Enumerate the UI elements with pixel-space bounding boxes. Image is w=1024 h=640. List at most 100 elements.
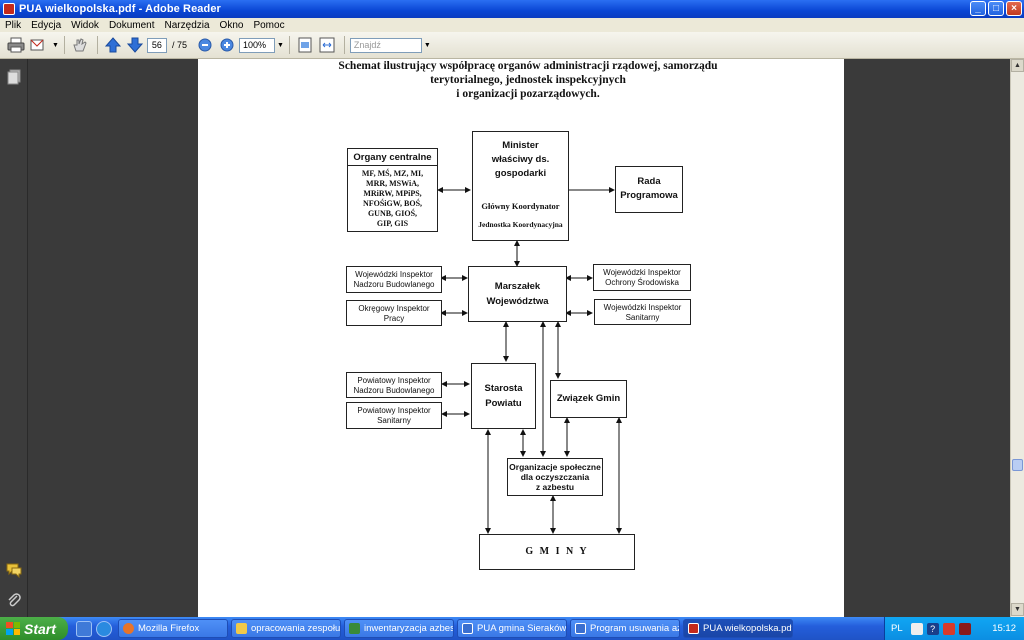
menubar: Plik Edycja Widok Dokument Narzędzia Okn… bbox=[0, 18, 1024, 32]
marszalek-line: Marszałek bbox=[494, 281, 541, 292]
toolbar-separator bbox=[288, 36, 290, 54]
chevron-down-icon[interactable]: ▼ bbox=[52, 41, 59, 49]
organizacje-line: dla oczyszczania bbox=[520, 472, 590, 482]
fit-page-icon[interactable] bbox=[295, 36, 315, 54]
page-number-input[interactable]: 56 bbox=[146, 37, 167, 53]
previous-page-icon[interactable] bbox=[103, 36, 123, 54]
adobe-reader-icon bbox=[3, 3, 15, 15]
menu-plik[interactable]: Plik bbox=[5, 19, 22, 31]
task-label: opracowania zespołu bbox=[251, 623, 341, 634]
organy-line: GUNB, GIOŚ, bbox=[367, 209, 418, 218]
scroll-down-icon[interactable]: ▼ bbox=[1011, 603, 1024, 616]
keyboard-icon[interactable] bbox=[910, 622, 923, 635]
menu-widok[interactable]: Widok bbox=[71, 19, 99, 31]
wis-line: Wojewódzki Inspektor bbox=[603, 303, 682, 312]
pages-icon[interactable] bbox=[6, 69, 22, 85]
window-title: PUA wielkopolska.pdf - Adobe Reader bbox=[19, 3, 221, 15]
maximize-button[interactable]: □ bbox=[988, 1, 1004, 16]
task-label: inwentaryzacja azbes... bbox=[364, 623, 454, 634]
attachments-icon[interactable] bbox=[6, 592, 22, 608]
zwiazek-label: Związek Gmin bbox=[556, 393, 621, 404]
piinb-line: Powiatowy Inspektor bbox=[357, 376, 431, 385]
starosta-line: Starosta bbox=[484, 383, 523, 394]
wiinb-box: Wojewódzki Inspektor Nadzoru Budowlanego bbox=[346, 266, 442, 293]
spreadsheet-icon bbox=[349, 623, 360, 634]
document-icon bbox=[462, 623, 473, 634]
document-view[interactable]: Schemat ilustrujący współpracę organów a… bbox=[28, 59, 1010, 617]
title-line: i organizacji pozarządowych. bbox=[456, 88, 600, 100]
next-page-icon[interactable] bbox=[125, 36, 145, 54]
scroll-thumb[interactable] bbox=[1012, 459, 1023, 471]
internet-explorer-icon[interactable] bbox=[96, 620, 112, 637]
taskbar: Start Mozilla Firefox opracowania zespoł… bbox=[0, 617, 1024, 640]
toolbar-separator bbox=[63, 36, 65, 54]
toolbar: ▼ 56 / 75 100% ▼ Znajdź ▼ bbox=[0, 32, 1024, 59]
zwiazek-gmin-box: Związek Gmin bbox=[550, 380, 627, 418]
document-title: Schemat ilustrujący współpracę organów a… bbox=[258, 59, 798, 101]
security-icon[interactable] bbox=[942, 622, 955, 635]
coordination-unit-label: Jednostka Koordynacyjna bbox=[478, 220, 563, 229]
pis-line: Sanitarny bbox=[377, 416, 411, 425]
organizacje-line: Organizacje społeczne bbox=[509, 462, 601, 472]
close-button[interactable]: × bbox=[1006, 1, 1022, 16]
find-input[interactable]: Znajdź bbox=[349, 37, 422, 53]
zoom-out-icon[interactable] bbox=[195, 36, 215, 54]
task-adobe-reader[interactable]: PUA wielkopolska.pdf... bbox=[683, 619, 793, 638]
start-label: Start bbox=[24, 620, 56, 637]
show-desktop-icon[interactable] bbox=[76, 620, 92, 637]
task-label: Program usuwania az... bbox=[590, 623, 680, 634]
zoom-dropdown-icon[interactable]: ▼ bbox=[276, 41, 284, 49]
firefox-icon bbox=[123, 623, 134, 634]
rada-line: Programowa bbox=[620, 190, 678, 201]
starosta-line: Powiatu bbox=[485, 398, 522, 409]
marszalek-box: Marszałek Województwa bbox=[468, 266, 567, 322]
task-excel[interactable]: inwentaryzacja azbes... bbox=[344, 619, 454, 638]
task-word-2[interactable]: Program usuwania az... bbox=[570, 619, 680, 638]
minimize-button[interactable]: _ bbox=[970, 1, 986, 16]
minister-line: właściwy ds. bbox=[491, 154, 550, 165]
scroll-up-icon[interactable]: ▲ bbox=[1011, 59, 1024, 72]
menu-narzedzia[interactable]: Narzędzia bbox=[164, 19, 210, 31]
organy-line: MRR, MSWiA, bbox=[366, 179, 419, 188]
start-button[interactable]: Start bbox=[0, 617, 68, 640]
page-total: / 75 bbox=[171, 40, 187, 50]
menu-pomoc[interactable]: Pomoc bbox=[253, 19, 285, 31]
toolbar-separator bbox=[96, 36, 98, 54]
piinb-line: Nadzoru Budowlanego bbox=[353, 386, 435, 395]
wios-line: Wojewódzki Inspektor bbox=[603, 268, 681, 277]
help-icon[interactable]: ? bbox=[926, 622, 939, 635]
zoom-in-icon[interactable] bbox=[217, 36, 237, 54]
organy-line: NFOŚiGW, BOŚ, bbox=[362, 199, 423, 208]
pis-line: Powiatowy Inspektor bbox=[357, 406, 431, 415]
system-tray: PL ? 15:12 bbox=[884, 617, 1024, 640]
task-folder[interactable]: opracowania zespołu bbox=[231, 619, 341, 638]
find-dropdown-icon[interactable]: ▼ bbox=[423, 41, 431, 49]
coordinator-label: Główny Koordynator bbox=[481, 201, 560, 211]
pdf-page: Schemat ilustrujący współpracę organów a… bbox=[198, 59, 844, 617]
comments-icon[interactable] bbox=[6, 562, 22, 579]
clock: 15:12 bbox=[992, 623, 1016, 634]
menu-dokument[interactable]: Dokument bbox=[108, 19, 155, 31]
folder-icon bbox=[236, 623, 247, 634]
hand-tool-icon[interactable] bbox=[70, 36, 90, 54]
print-icon[interactable] bbox=[6, 36, 26, 54]
email-icon[interactable] bbox=[28, 36, 48, 54]
task-word-1[interactable]: PUA gmina Sieraków ... bbox=[457, 619, 567, 638]
task-label: PUA wielkopolska.pdf... bbox=[703, 623, 793, 634]
title-line: Schemat ilustrujący współpracę organów a… bbox=[338, 60, 718, 72]
rada-programowa-box: Rada Programowa bbox=[615, 166, 683, 213]
task-label: Mozilla Firefox bbox=[138, 623, 200, 634]
menu-okno[interactable]: Okno bbox=[219, 19, 244, 31]
navigation-panel bbox=[0, 59, 28, 617]
organy-centralne-box: Organy centralne MF, MŚ, MZ, MI, MRR, MS… bbox=[347, 148, 438, 232]
vertical-scrollbar[interactable]: ▲ ▼ bbox=[1010, 59, 1024, 617]
windows-logo-icon bbox=[6, 622, 20, 635]
zoom-input[interactable]: 100% bbox=[238, 37, 275, 53]
wiinb-line: Nadzoru Budowlanego bbox=[353, 280, 435, 289]
fit-width-icon[interactable] bbox=[317, 36, 337, 54]
task-firefox[interactable]: Mozilla Firefox bbox=[118, 619, 228, 638]
menu-edycja[interactable]: Edycja bbox=[31, 19, 62, 31]
antivirus-icon[interactable] bbox=[958, 622, 971, 635]
organy-title: Organy centralne bbox=[348, 152, 437, 166]
language-indicator[interactable]: PL bbox=[891, 623, 903, 634]
